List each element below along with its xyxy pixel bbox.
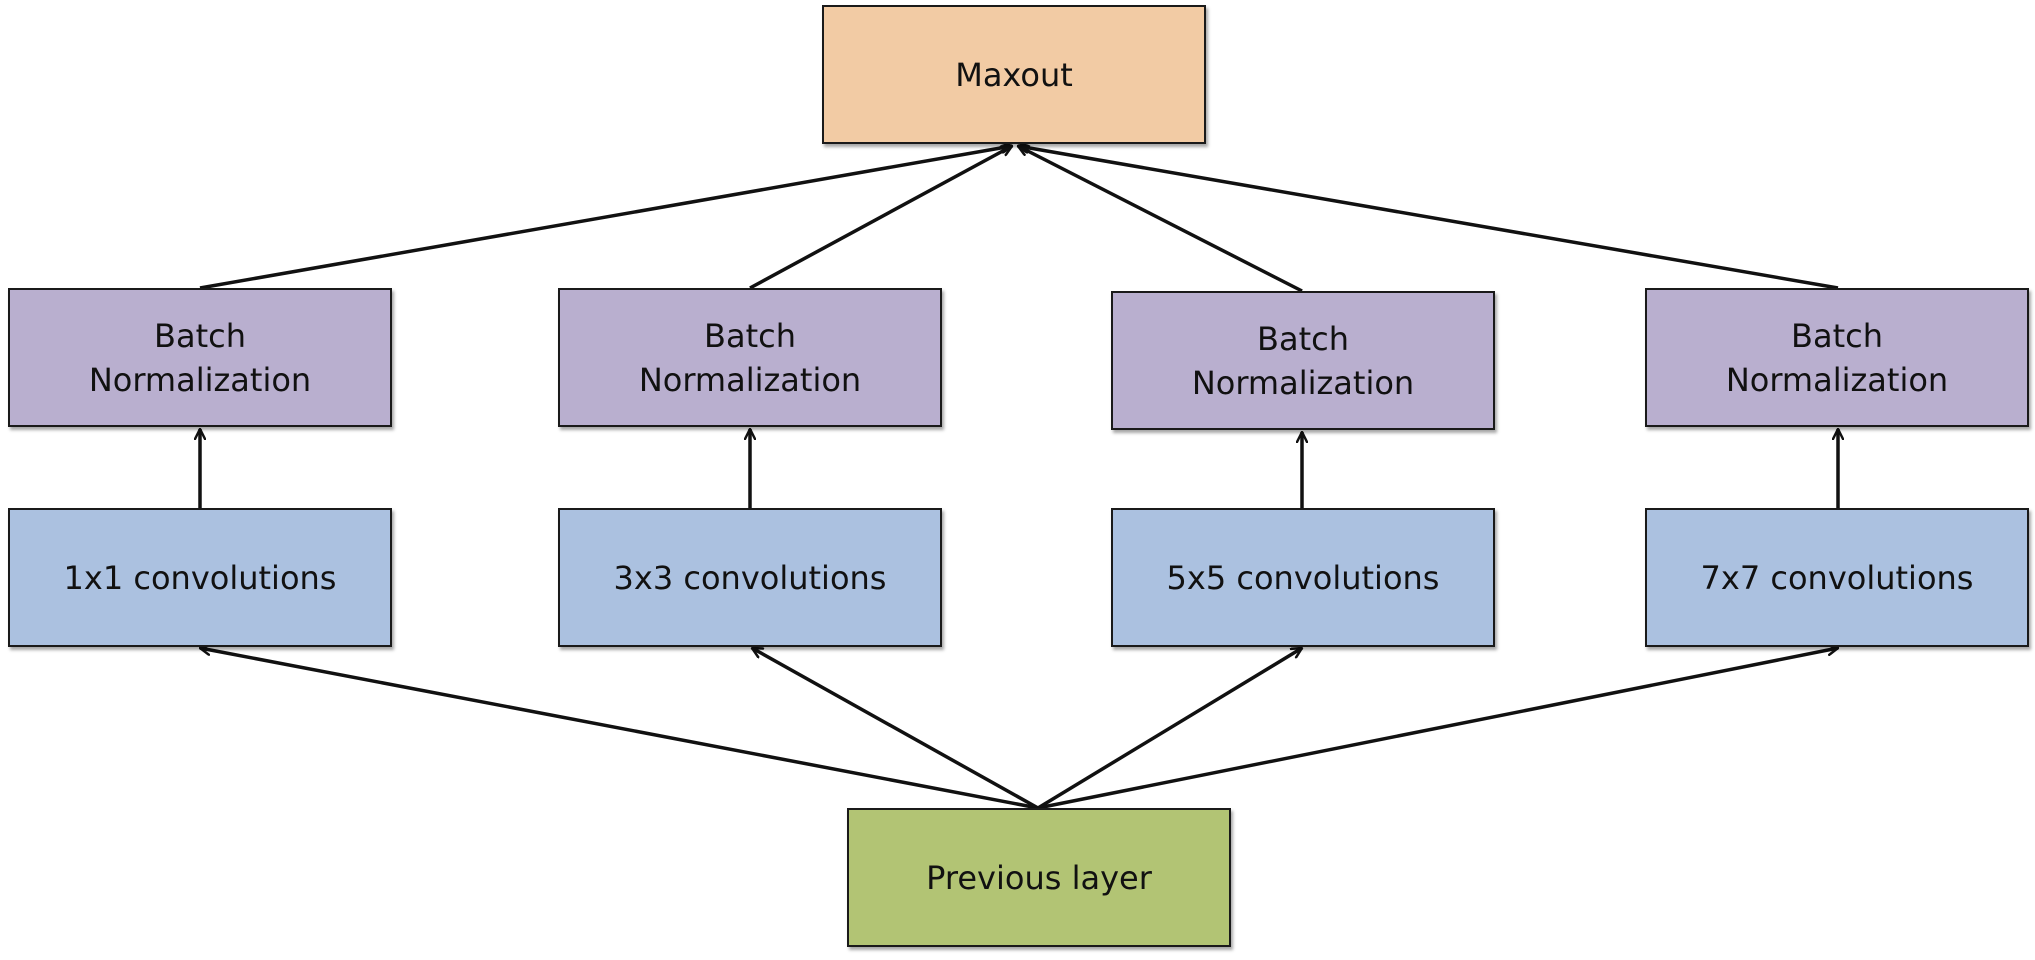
batchnorm-node-3: Batch Normalization [1111, 291, 1495, 430]
batchnorm-label-line1: Batch [704, 316, 796, 355]
batchnorm-node-2: Batch Normalization [558, 288, 942, 427]
conv-label: 7x7 convolutions [1700, 558, 1974, 597]
maxout-label: Maxout [955, 55, 1073, 94]
batchnorm-label-line2: Normalization [88, 360, 312, 399]
conv-label: 1x1 convolutions [63, 558, 337, 597]
batchnorm-label-line1: Batch [1257, 319, 1349, 358]
edge-batchnorm-1-to-maxout [199, 146, 1012, 290]
edge-previous-to-conv-7x7 [1037, 648, 1838, 810]
conv-node-5x5: 5x5 convolutions [1111, 508, 1495, 647]
previous-layer-label: Previous layer [926, 858, 1152, 897]
batchnorm-label-line1: Batch [154, 316, 246, 355]
conv-node-3x3: 3x3 convolutions [558, 508, 942, 647]
conv-node-7x7: 7x7 convolutions [1645, 508, 2029, 647]
batchnorm-label-line1: Batch [1791, 316, 1883, 355]
edge-previous-to-conv-1x1 [200, 648, 1039, 810]
batchnorm-label-line2: Normalization [1191, 363, 1415, 402]
edge-batchnorm-3-to-maxout [1018, 144, 1303, 293]
edge-batchnorm-4-to-maxout [1018, 146, 1839, 290]
edge-previous-to-conv-5x5 [1037, 646, 1302, 810]
conv-label: 5x5 convolutions [1166, 558, 1440, 597]
previous-layer-node: Previous layer [847, 808, 1231, 947]
edge-previous-to-conv-3x3 [752, 646, 1039, 810]
batchnorm-node-1: Batch Normalization [8, 288, 392, 427]
batchnorm-label-line2: Normalization [1725, 360, 1949, 399]
maxout-node: Maxout [822, 5, 1206, 144]
batchnorm-label-line2: Normalization [638, 360, 862, 399]
conv-label: 3x3 convolutions [613, 558, 887, 597]
conv-node-1x1: 1x1 convolutions [8, 508, 392, 647]
batchnorm-node-4: Batch Normalization [1645, 288, 2029, 427]
edge-batchnorm-2-to-maxout [749, 144, 1012, 290]
